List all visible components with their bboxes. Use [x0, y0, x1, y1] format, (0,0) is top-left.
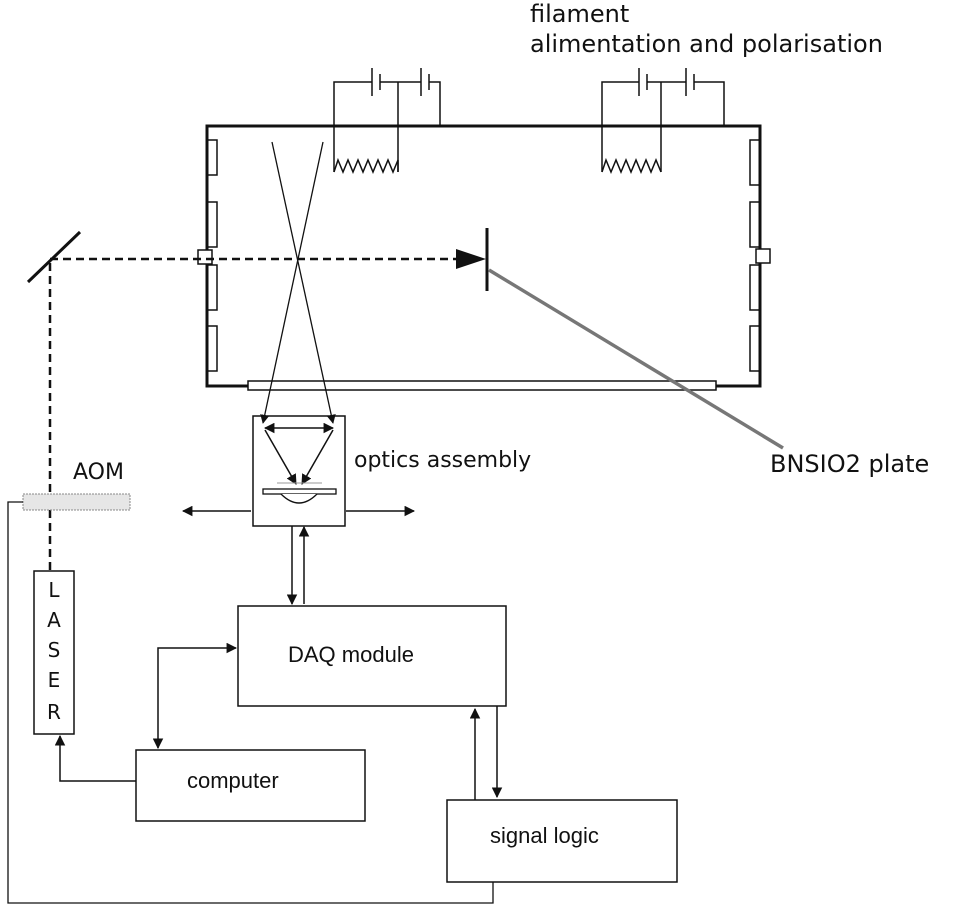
laser-letter: A: [47, 608, 61, 632]
laser-letter: E: [47, 668, 61, 692]
bnsio2-leader-line: [488, 268, 784, 450]
optics-lens: [280, 493, 318, 504]
laser-letter: L: [48, 578, 60, 602]
laser-box: [33, 570, 75, 735]
bnsio2-plate-label: BNSIO2 plate: [770, 450, 930, 478]
optics-converging-rays: [264, 429, 334, 485]
bottom-plate: [247, 380, 717, 391]
aom-label: AOM: [73, 460, 124, 485]
left-wall-electrodes: [206, 139, 218, 372]
laser-letter: R: [47, 700, 61, 724]
vacuum-chamber: [205, 124, 762, 388]
left-filament-circuit: [333, 68, 441, 174]
daq-module-label: DAQ module: [288, 642, 414, 667]
beam-arrowhead: [456, 249, 486, 269]
laser-letter: S: [47, 638, 61, 662]
mirror: [26, 230, 82, 284]
filament-label-line1: filament: [530, 0, 630, 28]
optics-assembly-label: optics assembly: [354, 448, 532, 473]
computer-to-laser-link: [54, 734, 136, 782]
laser-beam: [48, 257, 460, 570]
right-window: [755, 248, 771, 264]
crossing-rays: [260, 141, 336, 424]
signal-logic-box: [446, 799, 678, 883]
computer-label: computer: [187, 768, 279, 793]
daq-box: [237, 605, 507, 707]
computer-box: [135, 749, 366, 822]
signal-logic-label: signal logic: [490, 823, 599, 848]
right-wall-electrodes: [749, 139, 761, 372]
left-window: [197, 249, 213, 265]
filament-label-line2: alimentation and polarisation: [530, 30, 883, 58]
aom-block: [22, 493, 131, 511]
computer-daq-link: [152, 642, 238, 750]
optics-lens-plate: [262, 488, 337, 495]
right-filament-circuit: [601, 68, 725, 174]
signal-to-aom-link: [7, 501, 494, 904]
